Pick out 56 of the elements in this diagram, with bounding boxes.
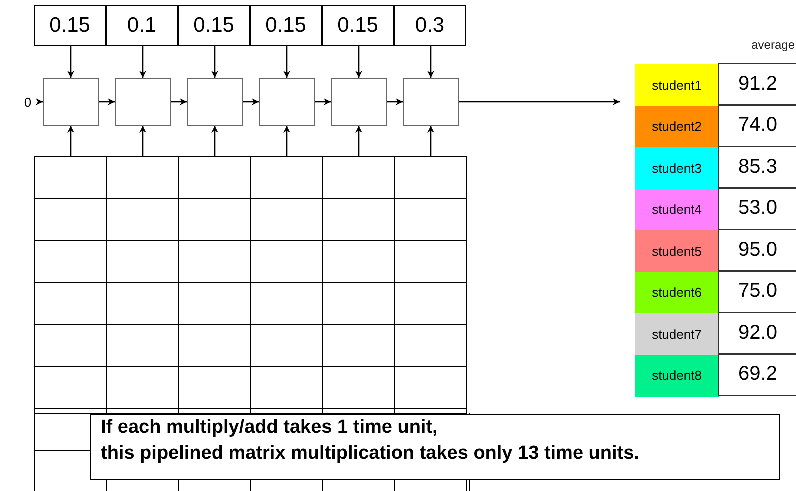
student-label: student4 — [635, 188, 719, 230]
arrow — [284, 46, 290, 78]
processor-box — [331, 78, 387, 126]
processor-box — [187, 78, 243, 126]
arrow — [140, 126, 146, 156]
weight-cell: 0.1 — [106, 5, 178, 46]
student-label: student8 — [635, 354, 719, 396]
matrix-column — [322, 156, 395, 414]
average-value: 85.3 — [718, 146, 796, 188]
matrix-column — [106, 156, 179, 414]
arrow — [68, 126, 74, 156]
note-box: If each multiply/add takes 1 time unit, this pipelined matrix multiplication takes only 13 time units. — [90, 414, 780, 480]
student-label: student5 — [635, 230, 719, 272]
processor-box — [115, 78, 171, 126]
average-value: 91.2 — [718, 63, 796, 105]
student-label: student3 — [635, 147, 719, 189]
arrow — [284, 126, 290, 156]
matrix-column — [178, 156, 251, 414]
arrow — [428, 126, 434, 156]
student-label: student7 — [635, 313, 719, 355]
arrow — [459, 98, 620, 106]
student-label: student1 — [635, 64, 719, 106]
arrow — [356, 46, 362, 78]
weight-cell: 0.3 — [394, 5, 466, 46]
weight-cell: 0.15 — [178, 5, 250, 46]
matrix-column — [34, 156, 107, 414]
arrow — [171, 98, 187, 106]
weight-cell: 0.15 — [34, 5, 106, 46]
processor-box — [403, 78, 459, 126]
processor-box — [259, 78, 315, 126]
arrow — [140, 46, 146, 78]
arrow — [68, 46, 74, 78]
arrow — [356, 126, 362, 156]
average-value: 53.0 — [718, 188, 796, 230]
arrow — [212, 126, 218, 156]
student-label: student2 — [635, 106, 719, 148]
average-value: 74.0 — [718, 104, 796, 146]
student-label: student6 — [635, 272, 719, 314]
average-value: 95.0 — [718, 229, 796, 271]
weight-cell: 0.15 — [250, 5, 322, 46]
arrow — [315, 98, 331, 106]
average-value: 92.0 — [718, 312, 796, 354]
arrow — [212, 46, 218, 78]
arrow — [428, 46, 434, 78]
input-value: 0 — [18, 92, 38, 112]
matrix-column — [394, 156, 467, 414]
arrow — [99, 98, 115, 106]
processor-box — [43, 78, 99, 126]
weight-cell: 0.15 — [322, 5, 394, 46]
arrow — [36, 98, 43, 106]
arrow — [387, 98, 403, 106]
average-value: 75.0 — [718, 270, 796, 312]
column-heading: average — [752, 38, 795, 52]
average-value: 69.2 — [718, 354, 796, 396]
matrix-column — [250, 156, 323, 414]
arrow — [243, 98, 259, 106]
